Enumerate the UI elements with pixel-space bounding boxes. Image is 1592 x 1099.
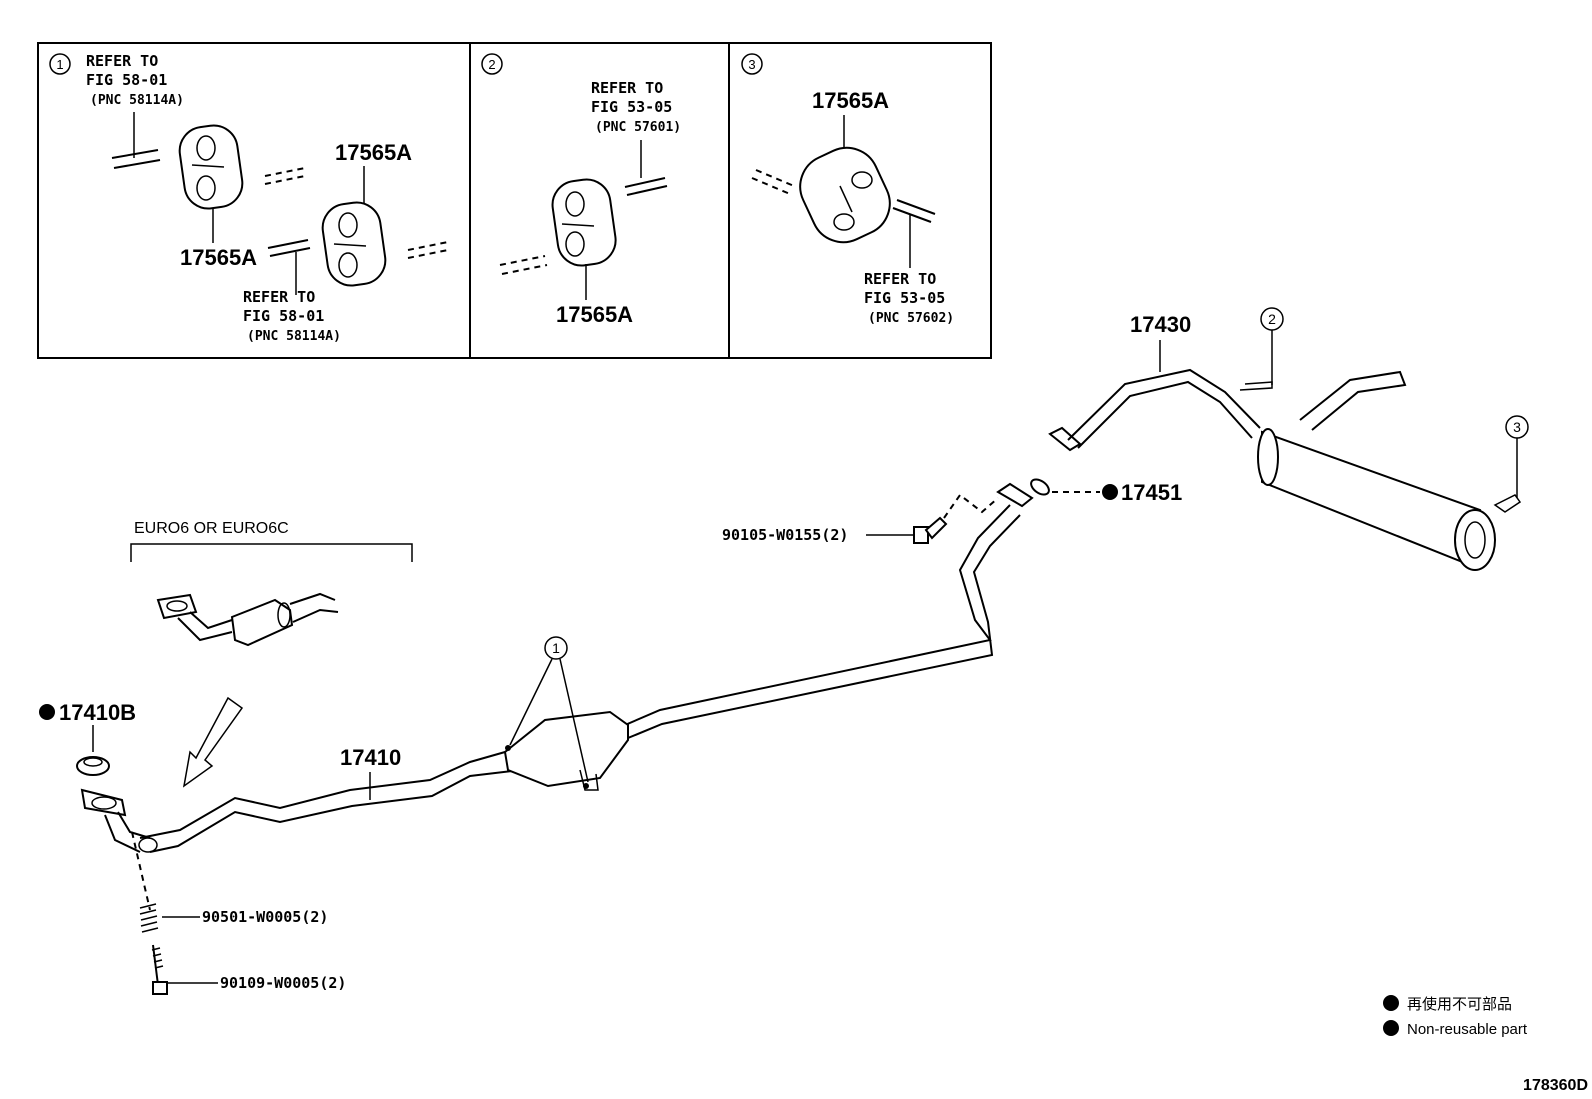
gasket-17451-group: 17451 — [1030, 478, 1182, 505]
panel-3-index: 3 — [748, 57, 755, 72]
panel-1-refer-a-line-2: FIG 58-01 — [86, 71, 167, 89]
spring-bolt-group: 90501-W0005(2) 90109-W0005(2) — [131, 831, 346, 995]
panel-2-index-circle — [481, 53, 503, 75]
flange-17430 — [1048, 426, 1082, 452]
muffler-body — [1261, 430, 1482, 567]
panel-1-refer-b-line-2: FIG 58-01 — [243, 307, 324, 325]
panel-2: 2 REFER TO FIG 53-05 (PNC 57601) 17565A — [481, 53, 681, 327]
panel-1-pipe-stub-a — [111, 149, 161, 169]
panel-1-pipe-stub-b — [267, 239, 311, 257]
panel-1: 1 REFER TO FIG 58-01 (PNC 58114A) 17565A… — [49, 52, 449, 344]
spring-90501 — [139, 903, 159, 933]
label-17430: 17430 — [1130, 312, 1191, 337]
panel-1-dashed-pipe-b — [407, 241, 449, 259]
euro-bracket — [130, 543, 413, 562]
panel-1-index: 1 — [56, 57, 63, 72]
euro-arrow — [182, 696, 244, 788]
panel-1-refer-b-line-3: (PNC 58114A) — [247, 329, 341, 344]
leader-ref-1-b — [559, 658, 589, 783]
panel-2-refer-line-2: FIG 53-05 — [591, 98, 672, 116]
label-17410: 17410 — [340, 745, 401, 770]
gasket-17451 — [1030, 478, 1050, 496]
non-reusable-dot-17451 — [1102, 484, 1118, 500]
front-pipe-assembly: 17410 — [80, 482, 1034, 853]
panel-1-refer-b-line-1: REFER TO — [243, 288, 315, 306]
panel-2-part: 17565A — [556, 302, 633, 327]
bolt-90105-group: 90105-W0155(2) — [722, 493, 999, 544]
euro6-variant: EURO6 OR EURO6C — [130, 520, 413, 788]
ref-1-label: 1 — [552, 640, 560, 656]
legend-dot-en — [1383, 1020, 1399, 1036]
bolt-90109 — [151, 944, 168, 995]
panel-2-refer-line-1: REFER TO — [591, 79, 663, 97]
fastener-axis — [131, 831, 151, 911]
panel-1-dashed-pipe-a — [264, 167, 306, 185]
panel-3-dashed-pipe — [751, 169, 795, 195]
panel-1-hanger-b — [321, 201, 387, 287]
inset-frame — [37, 42, 992, 359]
panel-3: 3 17565A REFER TO FIG 53-05 (PNC 57602) — [741, 53, 954, 326]
panel-2-hanger — [551, 178, 617, 267]
panel-1-refer-a-line-3: (PNC 58114A) — [90, 93, 184, 108]
panel-3-refer-line-3: (PNC 57602) — [868, 311, 954, 326]
ref-1-circle — [544, 636, 568, 660]
euro-catalyst — [230, 598, 294, 647]
center-catalyst — [503, 710, 629, 788]
legend-dot-jp — [1383, 995, 1399, 1011]
panel-3-index-circle — [741, 53, 763, 75]
panel-3-refer-line-2: FIG 53-05 — [864, 289, 945, 307]
tail-pipe-assembly: 17430 2 3 — [1048, 307, 1529, 571]
flange-front — [80, 788, 127, 817]
ref-3-circle — [1505, 415, 1529, 439]
panel-2-pipe-stub — [624, 177, 668, 196]
leader-ref-1-a — [509, 658, 553, 746]
legend: 再使用不可部品 Non-reusable part — [1383, 995, 1528, 1038]
panel-3-part: 17565A — [812, 88, 889, 113]
panel-1-part-b: 17565A — [335, 140, 412, 165]
flange-center-rear — [996, 482, 1034, 508]
panel-1-index-circle — [49, 53, 71, 75]
label-90501: 90501-W0005(2) — [202, 908, 328, 926]
bolt-90105 — [913, 516, 948, 544]
panel-1-part-a: 17565A — [180, 245, 257, 270]
non-reusable-dot-17410b — [39, 704, 55, 720]
legend-en: Non-reusable part — [1407, 1021, 1528, 1038]
label-90105: 90105-W0155(2) — [722, 526, 848, 544]
label-90109: 90109-W0005(2) — [220, 974, 346, 992]
panel-1-hanger-a — [178, 124, 244, 210]
ref-1-group: 1 — [505, 636, 589, 789]
panel-1-refer-a-line-1: REFER TO — [86, 52, 158, 70]
label-17451: 17451 — [1121, 480, 1182, 505]
inset-panels — [37, 42, 992, 359]
ref-2-label: 2 — [1268, 311, 1276, 327]
panel-3-refer-line-1: REFER TO — [864, 270, 936, 288]
panel-2-refer-line-3: (PNC 57601) — [595, 120, 681, 135]
label-17410b: 17410B — [59, 700, 136, 725]
panel-2-index: 2 — [488, 57, 495, 72]
ref-3-label: 3 — [1513, 419, 1521, 435]
euro-label: EURO6 OR EURO6C — [134, 520, 289, 537]
legend-jp: 再使用不可部品 — [1407, 996, 1512, 1013]
ref-2-circle — [1260, 307, 1284, 331]
panel-3-pipe-stub — [892, 199, 936, 223]
panel-3-hanger — [799, 146, 891, 244]
gasket-17410b-group: 17410B — [39, 700, 136, 776]
diagram-id: 178360D — [1523, 1077, 1588, 1094]
panel-2-dashed-pipe — [499, 255, 548, 275]
